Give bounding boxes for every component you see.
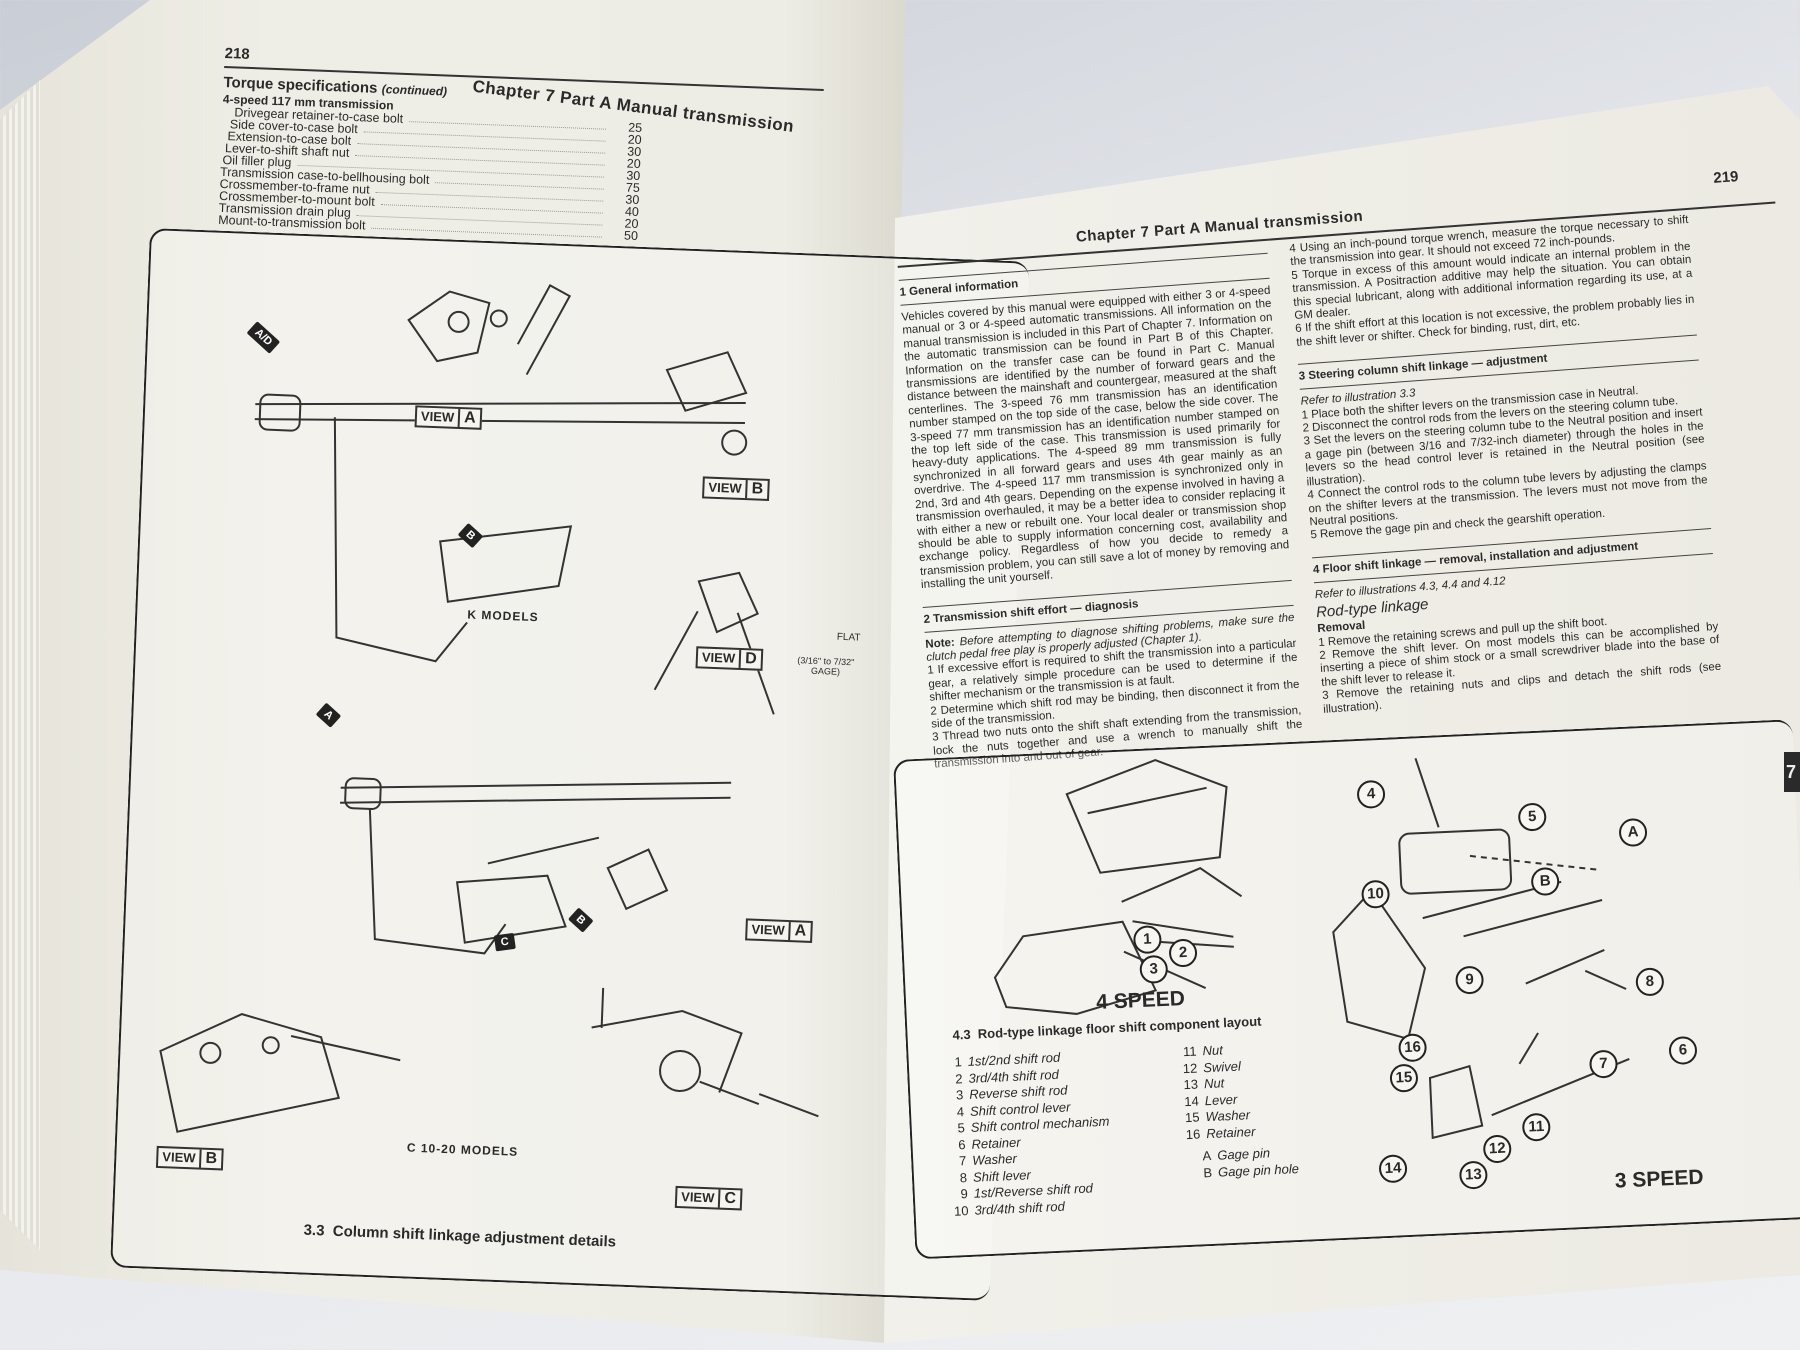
text-column-left: 1 General information Vehicles covered b… <box>898 245 1304 772</box>
caption-number: 3.3 <box>303 1221 325 1240</box>
view-word: VIEW <box>708 479 742 496</box>
legend-number: 1 <box>954 1054 963 1070</box>
legend-text: Washer <box>1205 1107 1251 1125</box>
legend-text: Lever <box>1204 1091 1238 1108</box>
view-letter: A <box>788 922 811 941</box>
legend-number: 14 <box>1183 1092 1200 1109</box>
legend-number: 8 <box>959 1169 968 1185</box>
caption-number: 4.3 <box>952 1026 971 1043</box>
column-shift-linkage-drawing <box>159 284 819 1133</box>
gage-note: (3/16" to 7/32" GAGE) <box>797 655 855 677</box>
view-letter: B <box>745 480 768 499</box>
view-letter: C <box>718 1189 741 1209</box>
right-page-content: Chapter 7 Part A Manual transmission 219… <box>895 166 1800 773</box>
flat-label: FLAT <box>836 631 861 644</box>
section-general-text: Vehicles covered by this manual were equ… <box>901 284 1290 592</box>
legend-number: 9 <box>960 1186 969 1202</box>
chapter-tab: 7 <box>1784 752 1800 792</box>
legend-number: 3 <box>955 1087 964 1103</box>
legend-text: Swivel <box>1202 1058 1242 1075</box>
legend-number: 16 <box>1185 1125 1201 1142</box>
view-word: VIEW <box>751 921 786 938</box>
view-letter: A <box>457 408 481 428</box>
legend-number: 5 <box>957 1120 966 1136</box>
legend-text: Washer <box>971 1150 1018 1168</box>
legend-text: Nut <box>1203 1075 1225 1092</box>
view-word: VIEW <box>162 1149 196 1166</box>
text-columns: 1 General information Vehicles covered b… <box>898 207 1800 772</box>
legend-number: 7 <box>958 1153 967 1169</box>
four-speed-label: 4 SPEED <box>1095 987 1186 1015</box>
view-letter: D <box>738 649 762 669</box>
three-speed-label: 3 SPEED <box>1614 1165 1704 1193</box>
view-word: VIEW <box>420 408 455 425</box>
arrow-tag-c: C <box>493 932 516 952</box>
view-word: VIEW <box>680 1189 715 1206</box>
legend-number: 4 <box>956 1103 965 1119</box>
left-page-content: 218 Chapter 7 Part A Manual transmission… <box>218 45 1044 257</box>
legend-number: A <box>1202 1147 1212 1164</box>
legend-text: Nut <box>1202 1042 1224 1059</box>
page-number-219: 219 <box>1712 168 1740 187</box>
legend-number: 13 <box>1183 1076 1199 1093</box>
view-word: VIEW <box>701 649 736 666</box>
view-letter: B <box>199 1149 222 1169</box>
torque-value: 50 <box>623 228 639 243</box>
left-page <box>0 0 905 1343</box>
torque-title-suffix: (continued) <box>381 82 448 99</box>
text-column-right: 4 Using an inch-pound torque wrench, mea… <box>1289 214 1725 744</box>
k-models-label: K MODELS <box>467 607 539 625</box>
legend-number: 15 <box>1184 1109 1200 1126</box>
legend-number: 6 <box>957 1136 966 1152</box>
legend-number: 11 <box>1182 1043 1197 1060</box>
legend-text: Retainer <box>1205 1123 1256 1141</box>
page-stack-edge <box>0 80 40 1250</box>
legend-number: B <box>1203 1164 1213 1180</box>
legend-number: 12 <box>1182 1060 1198 1076</box>
legend-number: 10 <box>953 1202 969 1219</box>
note-label: Note: <box>924 636 956 651</box>
legend-number: 2 <box>954 1070 963 1086</box>
